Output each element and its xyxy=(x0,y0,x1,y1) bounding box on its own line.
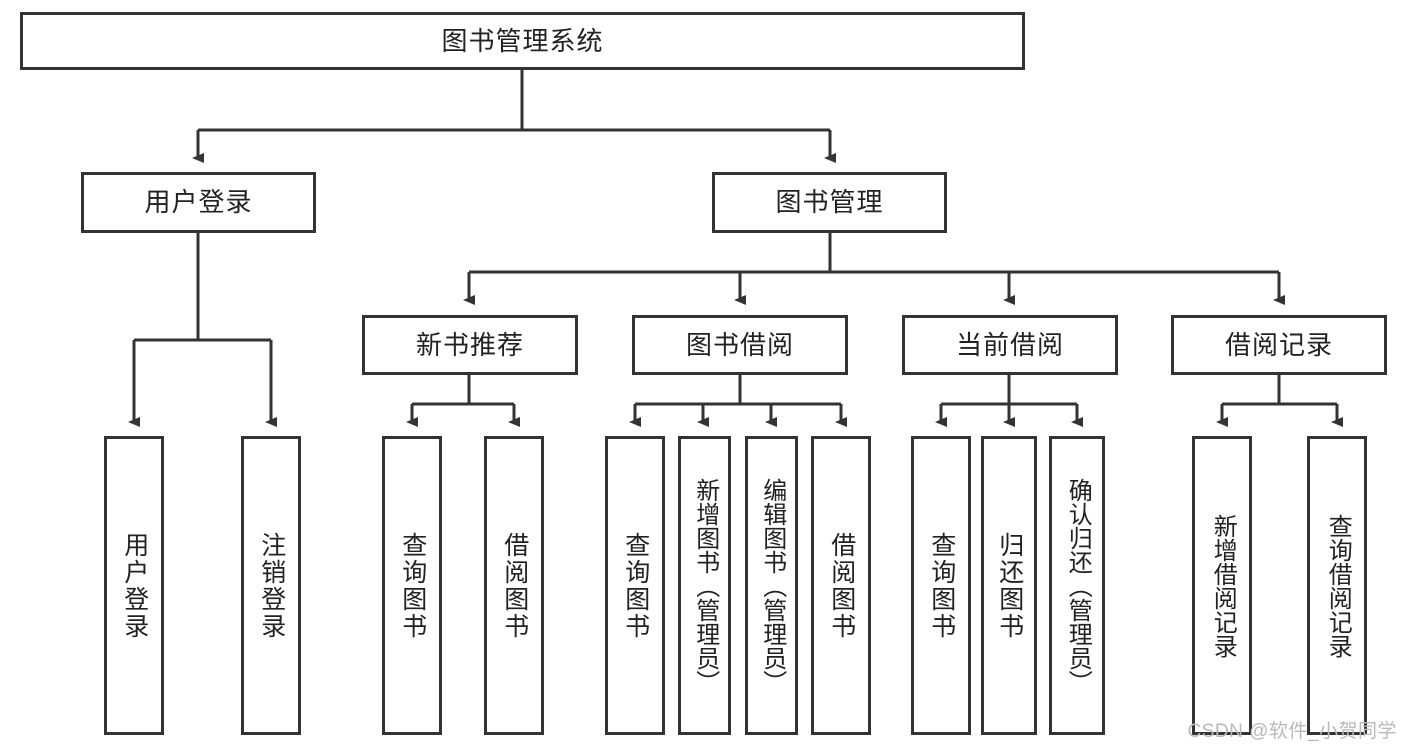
watermark-text: CSDN @软件_小贺同学 xyxy=(1187,721,1397,742)
node-label: 图书借阅 xyxy=(685,329,794,360)
node-label: 借阅记录 xyxy=(1224,329,1333,360)
leaf-current-borrow-return-books[interactable]: 归还图书 xyxy=(981,436,1037,735)
leaf-user-login-login[interactable]: 用户登录 xyxy=(104,436,164,735)
node-label: 确认归还（管理员） xyxy=(1064,477,1092,694)
node-current-borrowing[interactable]: 当前借阅 xyxy=(902,315,1118,375)
leaf-record-add-borrow-record[interactable]: 新增借阅记录 xyxy=(1192,436,1252,735)
node-label: 当前借阅 xyxy=(955,329,1064,360)
node-label: 图书管理系统 xyxy=(441,25,604,56)
node-new-book-recommendation[interactable]: 新书推荐 xyxy=(362,315,578,375)
leaf-book-borrow-add-book-admin[interactable]: 新增图书（管理员） xyxy=(678,436,731,735)
node-label: 查询图书 xyxy=(621,531,650,640)
leaf-user-login-logout[interactable]: 注销登录 xyxy=(241,436,301,735)
node-label: 借阅图书 xyxy=(500,531,529,640)
leaf-current-borrow-confirm-return-admin[interactable]: 确认归还（管理员） xyxy=(1049,436,1105,735)
leaf-current-borrow-query-books[interactable]: 查询图书 xyxy=(911,436,971,735)
node-label: 用户登录 xyxy=(120,531,149,640)
node-root-system[interactable]: 图书管理系统 xyxy=(20,12,1025,70)
node-label: 注销登录 xyxy=(257,531,286,640)
node-user-login[interactable]: 用户登录 xyxy=(81,172,316,233)
leaf-book-borrow-edit-book-admin[interactable]: 编辑图书（管理员） xyxy=(745,436,798,735)
leaf-book-borrow-borrow-books[interactable]: 借阅图书 xyxy=(811,436,871,735)
node-label: 新书推荐 xyxy=(415,329,524,360)
node-label: 归还图书 xyxy=(995,531,1024,640)
node-book-management[interactable]: 图书管理 xyxy=(712,172,947,233)
node-label: 查询图书 xyxy=(927,531,956,640)
leaf-book-borrow-query-books[interactable]: 查询图书 xyxy=(605,436,665,735)
node-label: 借阅图书 xyxy=(827,531,856,640)
node-label: 查询借阅记录 xyxy=(1324,513,1352,658)
node-label: 用户登录 xyxy=(144,187,253,218)
node-book-borrowing[interactable]: 图书借阅 xyxy=(632,315,848,375)
node-label: 查询图书 xyxy=(398,531,427,640)
node-label: 编辑图书（管理员） xyxy=(758,477,786,694)
node-label: 新增图书（管理员） xyxy=(691,477,719,694)
node-label: 新增借阅记录 xyxy=(1209,513,1237,658)
leaf-new-book-borrow-books[interactable]: 借阅图书 xyxy=(484,436,544,735)
node-label: 图书管理 xyxy=(775,187,884,218)
leaf-record-query-borrow-record[interactable]: 查询借阅记录 xyxy=(1307,436,1367,735)
leaf-new-book-query-books[interactable]: 查询图书 xyxy=(382,436,442,735)
node-borrow-records[interactable]: 借阅记录 xyxy=(1171,315,1387,375)
